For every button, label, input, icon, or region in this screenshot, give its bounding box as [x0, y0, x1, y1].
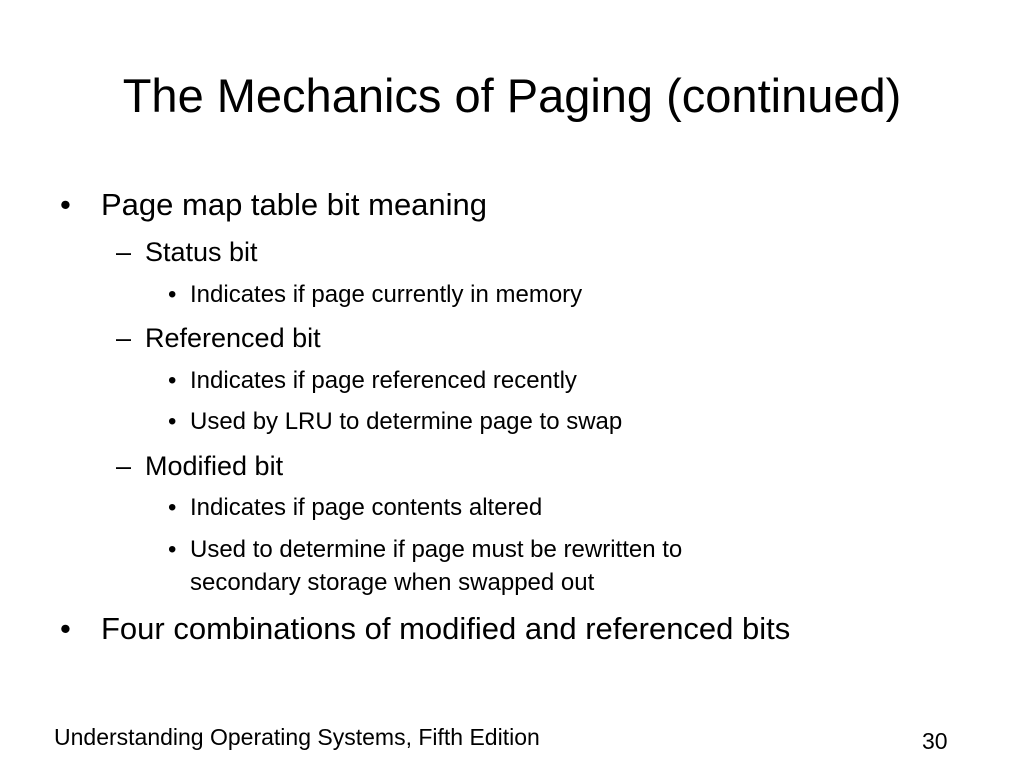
- subsubbullet-marker: •: [168, 494, 177, 521]
- subsubbullet-text: Indicates if page referenced recently: [190, 367, 577, 394]
- subsubbullet-marker: •: [168, 367, 177, 394]
- subsubbullet-marker: •: [168, 281, 177, 308]
- bullet-text: Page map table bit meaning: [101, 187, 488, 222]
- subbullet-marker: –: [116, 451, 132, 481]
- subbullet-text: Modified bit: [145, 451, 284, 481]
- subsubbullet-text-continued: secondary storage when swapped out: [190, 569, 595, 596]
- subbullet-marker: –: [116, 323, 132, 353]
- subsubbullet-text: Indicates if page currently in memory: [190, 281, 583, 308]
- subsubbullet-text: Used to determine if page must be rewrit…: [190, 536, 683, 563]
- bullet-marker: •: [60, 611, 71, 646]
- subsubbullet-marker: •: [168, 408, 177, 435]
- slide-title: The Mechanics of Paging (continued): [122, 69, 902, 122]
- footer-page-number: 30: [922, 728, 948, 754]
- footer-book-title: Understanding Operating Systems, Fifth E…: [54, 724, 540, 750]
- bullet-text: Four combinations of modified and refere…: [101, 611, 791, 646]
- subbullet-text: Referenced bit: [145, 323, 321, 353]
- bullet-marker: •: [60, 187, 71, 222]
- subbullet-marker: –: [116, 237, 132, 267]
- subbullet-text: Status bit: [145, 237, 258, 267]
- subsubbullet-marker: •: [168, 536, 177, 563]
- subsubbullet-text: Used by LRU to determine page to swap: [190, 408, 623, 435]
- subsubbullet-text: Indicates if page contents altered: [190, 494, 543, 521]
